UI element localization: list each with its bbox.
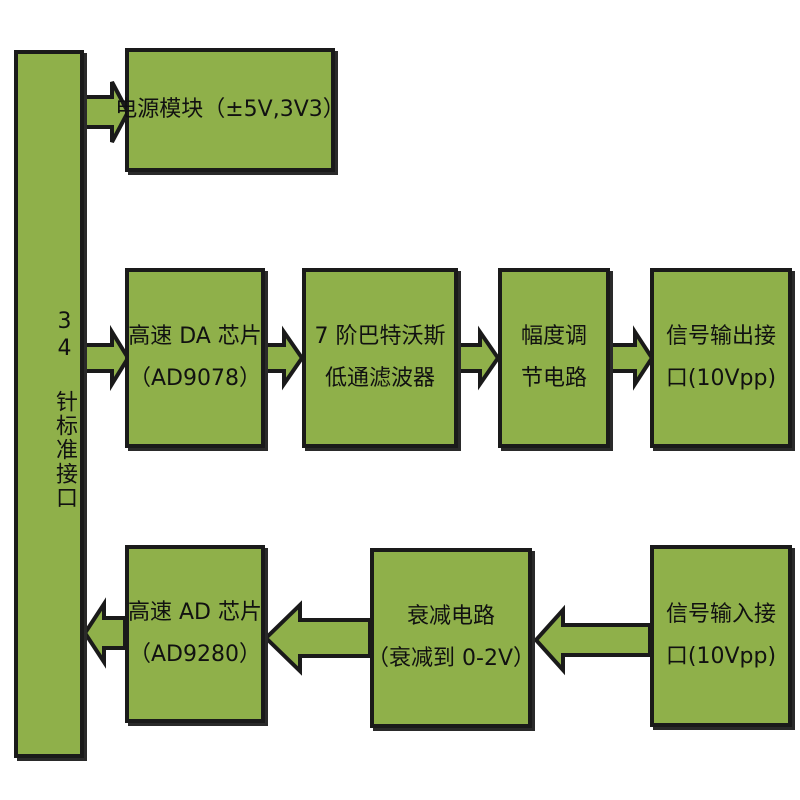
butterworth-filter-block: 7 阶巴特沃斯 低通滤波器 [302, 268, 458, 448]
amplitude-adjust-block: 幅度调 节电路 [498, 268, 610, 448]
interface-34pin-label: 34 针标准接口 [52, 309, 77, 510]
signal-input-line2: 口(10Vpp) [665, 644, 777, 669]
signal-input-block: 信号输入接 口(10Vpp) [650, 545, 792, 727]
signal-output-line1: 信号输出接 [665, 324, 776, 350]
arrow-interface-to-power [82, 81, 131, 143]
signal-input-line1: 信号输入接 [665, 602, 776, 628]
attenuator-line2: （衰减到 0-2V） [367, 646, 535, 671]
dac-chip-block: 高速 DA 芯片 （AD9078） [125, 268, 265, 448]
attenuator-block: 衰减电路 （衰减到 0-2V） [367, 548, 535, 728]
amplitude-adjust-line2: 节电路 [520, 366, 587, 391]
power-module-block: 电源模块（±5V,3V3） [115, 48, 345, 172]
signal-output-block: 信号输出接 口(10Vpp) [650, 268, 792, 448]
adc-chip-block: 高速 AD 芯片 （AD9280） [125, 545, 265, 723]
dac-chip-line1: 高速 DA 芯片 [128, 324, 262, 350]
signal-output-line2: 口(10Vpp) [665, 366, 777, 391]
butterworth-filter-line1: 7 阶巴特沃斯 [314, 324, 446, 350]
interface-34pin-block: 34 针标准接口 [14, 50, 84, 758]
arrow-adc-to-interface [82, 597, 127, 669]
arrow-dac-to-filter [262, 325, 305, 391]
arrow-filter-to-amp [453, 325, 501, 391]
arrow-interface-to-dac [82, 324, 131, 392]
arrow-attenuator-to-adc [263, 600, 372, 676]
power-module-label: 电源模块（±5V,3V3） [115, 97, 345, 123]
amplitude-adjust-line1: 幅度调 [520, 324, 587, 350]
adc-chip-line1: 高速 AD 芯片 [128, 600, 262, 626]
butterworth-filter-line2: 低通滤波器 [324, 366, 435, 391]
dac-chip-line2: （AD9078） [129, 366, 261, 391]
arrow-input-to-attenuator [533, 604, 652, 676]
adc-chip-line2: （AD9280） [129, 642, 261, 667]
attenuator-line1: 衰减电路 [406, 604, 495, 630]
arrow-amp-to-output [606, 325, 655, 391]
